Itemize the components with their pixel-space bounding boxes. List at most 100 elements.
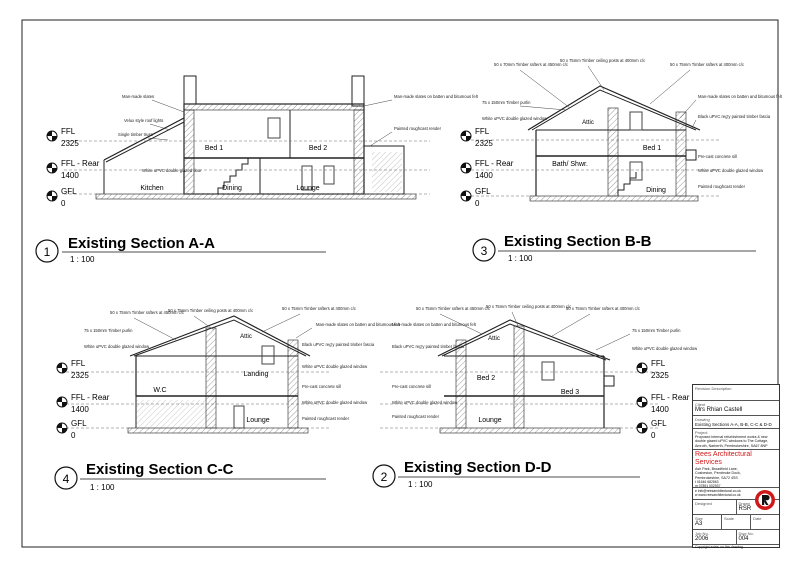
level-value: 1400 [61, 171, 79, 180]
job-dwg-row: Job No.2006 Dwg No.004 [693, 530, 779, 545]
level-value: 0 [71, 431, 76, 440]
datum-fill [637, 423, 642, 428]
room-label: Kitchen [140, 185, 163, 192]
section-scale: 1 : 100 [508, 254, 533, 263]
annotation: White uPVC double glazed window [302, 400, 368, 405]
firm-tel: t 01646 682563 [695, 479, 719, 484]
annotation: Painted roughcast render [392, 414, 440, 419]
annotation: 50 x 75mm Timber ceiling posts at 400mm … [560, 58, 645, 63]
annotation: 75 x 150mm Timber purlin [482, 100, 531, 105]
level-name: GFL [61, 187, 77, 196]
section-number: 4 [63, 472, 70, 486]
level-marker: GFL 0 [46, 187, 77, 208]
level-marker: GFL 0 [56, 419, 87, 440]
firm-logo-icon [755, 490, 775, 510]
annotation: Black uPVC reg'y painted timber fascia [698, 114, 771, 119]
sheet-border [21, 19, 779, 548]
size-label: Size [695, 516, 703, 522]
section-title-a-a: 1 Existing Section A-A 1 : 100 [35, 235, 326, 264]
chimney [183, 75, 197, 105]
datum-fill [57, 423, 62, 428]
section-title: Existing Section D-D [404, 459, 552, 476]
level-value: 1400 [651, 405, 669, 414]
revision-row: Revision Description [693, 385, 779, 401]
section-title: Existing Section C-C [86, 461, 234, 478]
firm-web: w www.reesarchitectural.co.uk [695, 493, 741, 498]
annotation: White uPVC double glazed window [482, 116, 548, 121]
room-label: Bed 2 [309, 145, 327, 152]
level-name: FFL [651, 359, 666, 368]
annotation: Man-made slates on batten and bitumous f… [392, 322, 477, 327]
section-number-circle [35, 239, 59, 263]
title-block: Revision Description Client Mrs Rhian Ca… [692, 384, 780, 549]
project-label: Project [695, 430, 708, 435]
firm-name: Rees Architectural Services [695, 451, 752, 467]
section-b-b: Attic Bath/ Shwr. Bed 1 Dining 50 x 70mm… [466, 58, 783, 202]
revision-label: Revision Description [695, 386, 732, 391]
annotation: Man-made slates on batten and bitumous f… [698, 94, 783, 99]
room-label: Bed 1 [205, 145, 223, 152]
annotation: 50 x 75mm Timber rafters at 450mm c/c [110, 310, 184, 315]
annotation: 50 x 75mm Timber rafters at 450mm c/c [416, 306, 490, 311]
datum-fill [62, 368, 67, 373]
annotation: Painted roughcast render [698, 184, 746, 189]
level-value: 2325 [71, 371, 89, 380]
level-value: 0 [475, 199, 480, 208]
annotation: Black uPVC reg'y painted timber fascia [392, 344, 465, 349]
annotation: Pre-cast concrete sill [698, 154, 737, 159]
firm-email: e info@reesarchitectural.co.uk [695, 489, 741, 494]
level-value: 0 [61, 199, 66, 208]
drawn-label: Drawn [738, 501, 751, 507]
date-label: Date [753, 516, 762, 522]
section-title-c-c: 4 Existing Section C-C 1 : 100 [54, 461, 326, 492]
datum-fill [62, 428, 67, 433]
firm-mob: m 07891 002937 [695, 483, 721, 488]
annotation: Man-made slates on batten and bitumous f… [316, 322, 401, 327]
section-number-circle [472, 238, 496, 262]
client-value: Mrs Rhian Castell [695, 407, 743, 413]
room-label: Attic [488, 336, 500, 342]
room-label: W.C [153, 387, 166, 394]
annotation: White uPVC double glazed window [698, 168, 764, 173]
client-label: Client [695, 402, 706, 407]
section-a-a: Bed 1 Bed 2 Kitchen Dining Lounge Man-ma… [64, 75, 479, 200]
level-marker: FFL - Rear 1400 [460, 159, 514, 180]
datum-fill [466, 136, 471, 141]
room-label: Dining [222, 185, 242, 192]
level-name: FFL - Rear [61, 159, 100, 168]
level-name: FFL - Rear [475, 159, 514, 168]
level-name: GFL [71, 419, 87, 428]
datum-fill [466, 196, 471, 201]
section-c-c: Attic W.C Landing Lounge 50 x 75mm Timbe… [66, 306, 401, 434]
level-value: 2325 [61, 139, 79, 148]
scale-label: Scale [724, 516, 735, 522]
drawn-value: RSR [738, 506, 752, 513]
room-label: Attic [582, 120, 594, 126]
annotation: White uPVC double glazed window [632, 346, 698, 351]
annotation: White uPVC double glazed door [142, 168, 202, 173]
annotation: Black uPVC reg'y painted timber fascia [302, 342, 375, 347]
annotation: Painted roughcast render [394, 126, 442, 131]
level-name: FFL - Rear [71, 393, 110, 402]
room-label: Lounge [246, 417, 269, 424]
datum-fill [461, 163, 466, 168]
annotation: Painted roughcast render [302, 416, 350, 421]
firm-row: Rees Architectural Services Ash Park, Br… [693, 450, 779, 489]
room-label: Attic [240, 334, 252, 340]
level-value: 2325 [475, 139, 493, 148]
annotation: Man-made slates on batten and bitumous f… [394, 94, 479, 99]
datum-fill [52, 196, 57, 201]
datum-fill [57, 363, 62, 368]
job-label: Job No. [695, 531, 709, 537]
project-row: Project Proposed internal refurbishment … [693, 429, 779, 451]
annotation: White uPVC double glazed window [302, 364, 368, 369]
annotation: Single timber truss [118, 132, 153, 137]
level-value: 1400 [475, 171, 493, 180]
